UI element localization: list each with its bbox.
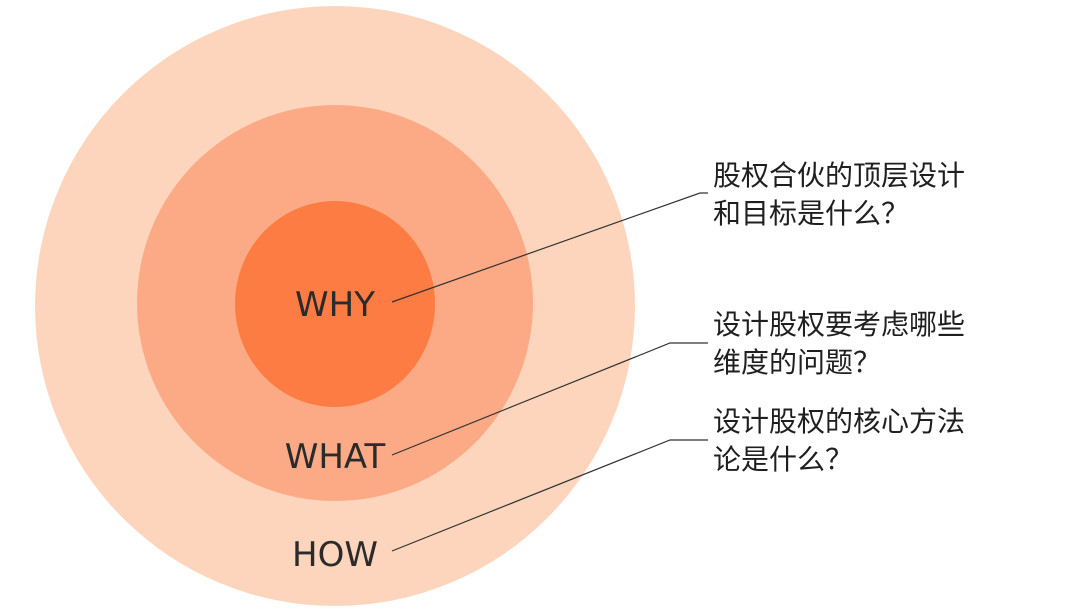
question-why-line-1: 股权合伙的顶层设计 [713,159,966,192]
question-what-line-1: 设计股权要考虑哪些 [713,308,966,341]
question-what-line-2: 维度的问题？ [713,346,882,379]
connector-how [391,439,708,552]
question-how-line-2: 论是什么？ [713,443,854,476]
question-why-line-2: 和目标是什么？ [713,197,910,230]
question-why: 股权合伙的顶层设计 和目标是什么？ [713,157,1043,233]
connector-why [391,192,708,303]
connector-what [391,342,708,456]
question-how-line-1: 设计股权的核心方法 [713,405,966,438]
question-what: 设计股权要考虑哪些 维度的问题？ [713,306,1043,382]
label-how: HOW [292,535,378,575]
question-how: 设计股权的核心方法 论是什么？ [713,403,1043,479]
label-what: WHAT [285,437,386,477]
inner-circle-why [235,201,435,407]
label-why: WHY [295,285,375,325]
